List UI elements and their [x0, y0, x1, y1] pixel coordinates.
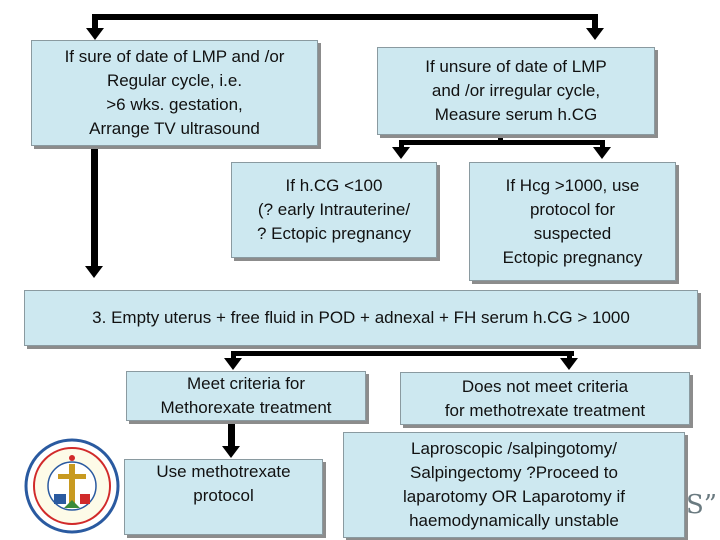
- criteria-left-drop: [231, 351, 236, 360]
- box-hcg-low: If h.CG <100 (? early Intrauterine/ ? Ec…: [231, 162, 437, 258]
- surgery-text: Laproscopic /salpingotomy/ Salpingectomy…: [402, 439, 626, 530]
- box-not-meet-criteria: Does not meet criteria for methotrexate …: [400, 372, 690, 425]
- unsure-center-drop: [498, 134, 503, 144]
- lmp-unsure-text: If unsure of date of LMP and /or irregul…: [425, 57, 607, 124]
- box-lmp-unsure: If unsure of date of LMP and /or irregul…: [377, 47, 655, 135]
- branch-right-drop: [600, 140, 605, 148]
- lmp-sure-text: If sure of date of LMP and /or Regular c…: [64, 47, 285, 138]
- box-lmp-sure: If sure of date of LMP and /or Regular c…: [31, 40, 318, 146]
- right-drop-1: [592, 14, 598, 30]
- hcg-high-text: If Hcg >1000, use protocol for suspected…: [502, 175, 643, 267]
- criteria-right-drop: [567, 351, 572, 360]
- branch-left-drop: [399, 140, 404, 148]
- box-surgery: Laproscopic /salpingotomy/ Salpingectomy…: [343, 432, 685, 538]
- criteria-text: 3. Empty uterus + free fluid in POD + ad…: [92, 308, 630, 327]
- box-criteria: 3. Empty uterus + free fluid in POD + ad…: [24, 290, 698, 346]
- left-long-line: [91, 146, 98, 268]
- use-methotrexate-text: Use methotrexate protocol: [156, 462, 291, 505]
- not-meet-criteria-text: Does not meet criteria for methotrexate …: [444, 376, 646, 420]
- top-connector: [93, 14, 597, 20]
- box-use-methotrexate: Use methotrexate protocol: [124, 459, 323, 535]
- meet-drop: [228, 424, 235, 448]
- criteria-branch-line: [232, 351, 574, 356]
- arrow-to-use-mtx: [222, 446, 240, 458]
- college-logo: [24, 438, 120, 534]
- arrow-to-hcg-high: [593, 147, 611, 159]
- arrow-to-criteria: [85, 266, 103, 278]
- arrow-to-lmp-unsure: [586, 28, 604, 40]
- arrow-to-hcg-low: [392, 147, 410, 159]
- corner-mark: S”: [686, 490, 718, 520]
- meet-criteria-text: Meet criteria for Methorexate treatment: [160, 374, 332, 417]
- left-drop-1: [92, 14, 98, 30]
- arrow-to-not-meet: [560, 358, 578, 370]
- box-meet-criteria: Meet criteria for Methorexate treatment: [126, 371, 366, 421]
- box-hcg-high: If Hcg >1000, use protocol for suspected…: [469, 162, 676, 281]
- arrow-to-meet: [224, 358, 242, 370]
- hcg-low-text: If h.CG <100 (? early Intrauterine/ ? Ec…: [256, 176, 412, 243]
- arrow-to-lmp-sure: [86, 28, 104, 40]
